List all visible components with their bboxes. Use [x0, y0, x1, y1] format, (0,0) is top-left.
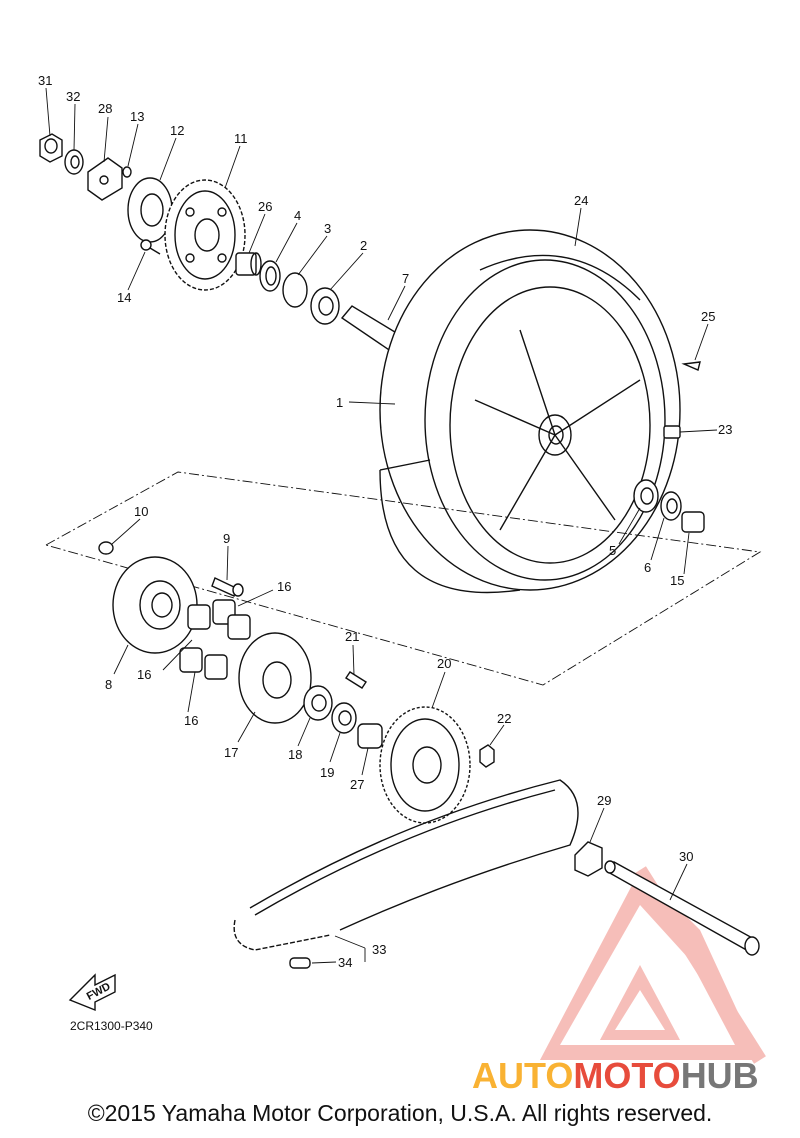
callout-22: 22: [497, 711, 511, 726]
callout-27: 27: [350, 777, 364, 792]
callout-32: 32: [66, 89, 80, 104]
part-16-dampers: [179, 599, 251, 680]
watermark-text: AUTOMOTOHUB: [472, 1055, 759, 1096]
part-27-collar: [357, 723, 383, 749]
part-6-seal: [660, 491, 682, 521]
callout-9: 9: [223, 531, 230, 546]
part-28-plate: [87, 157, 123, 201]
callout-30: 30: [679, 849, 693, 864]
part-22-nut: [479, 744, 495, 768]
part-21-stud: [345, 671, 367, 689]
callout-16-b: 16: [137, 667, 151, 682]
part-11-brake-disc: [164, 179, 246, 291]
callout-12: 12: [170, 123, 184, 138]
callout-31: 31: [38, 73, 52, 88]
diagram-drawing: FWD: [38, 73, 766, 1096]
watermark-text-hub: HUB: [681, 1055, 759, 1096]
part-34-master-link: [289, 957, 311, 969]
callout-5: 5: [609, 543, 616, 558]
part-4-seal: [259, 260, 281, 292]
callout-10: 10: [134, 504, 148, 519]
part-13-screw: [122, 166, 132, 178]
callout-29: 29: [597, 793, 611, 808]
part-33-chain: [233, 779, 579, 951]
forward-direction-icon: FWD: [68, 973, 116, 1012]
drawing-code: 2CR1300-P340: [70, 1019, 153, 1033]
callout-11: 11: [234, 131, 248, 146]
callout-16-a: 16: [277, 579, 291, 594]
callout-2: 2: [360, 238, 367, 253]
callout-4: 4: [294, 208, 301, 223]
part-15-collar: [681, 511, 705, 533]
part-19-seal: [331, 702, 357, 734]
callout-3: 3: [324, 221, 331, 236]
callout-labels: 31 32 28 13 12 11 26 4 3 2 24 7 25 1 23 …: [38, 73, 732, 970]
callout-28: 28: [98, 101, 112, 116]
callout-1: 1: [336, 395, 343, 410]
part-5-bearing: [633, 479, 659, 513]
watermark-text-auto: AUTO: [472, 1055, 573, 1096]
part-18-bearing: [303, 685, 333, 721]
part-30-axle: [604, 860, 760, 956]
part-3-circlip: [282, 272, 308, 308]
copyright-notice: ©2015 Yamaha Motor Corporation, U.S.A. A…: [87, 1100, 713, 1126]
part-26-collar: [235, 252, 262, 276]
callout-18: 18: [288, 747, 302, 762]
part-32-washer: [64, 149, 84, 175]
callout-21: 21: [345, 629, 359, 644]
callout-23: 23: [718, 422, 732, 437]
callout-24: 24: [574, 193, 588, 208]
callout-15: 15: [670, 573, 684, 588]
callout-13: 13: [130, 109, 144, 124]
part-9-bolt: [211, 577, 244, 597]
callout-17: 17: [224, 745, 238, 760]
leader-lines: [45, 87, 718, 964]
callout-19: 19: [320, 765, 334, 780]
part-17-sprocket-hub: [238, 632, 312, 724]
part-8-clutch-hub: [112, 556, 198, 654]
part-31-nut: [39, 133, 63, 163]
part-20-sprocket: [379, 706, 471, 824]
watermark-logo: [540, 866, 766, 1064]
callout-6: 6: [644, 560, 651, 575]
callout-14: 14: [117, 290, 131, 305]
callout-33: 33: [372, 942, 386, 957]
part-1-wheel: [379, 229, 681, 594]
watermark-text-moto: MOTO: [573, 1055, 680, 1096]
callout-34: 34: [338, 955, 352, 970]
callout-26: 26: [258, 199, 272, 214]
part-14-bolt: [140, 239, 161, 255]
part-23-valve: [663, 425, 681, 439]
part-25-weight: [681, 361, 701, 371]
part-29-plate: [574, 841, 603, 877]
sub-assembly-box: [45, 471, 762, 686]
callout-20: 20: [437, 656, 451, 671]
callout-8: 8: [105, 677, 112, 692]
callout-7: 7: [402, 271, 409, 286]
part-10-clip: [98, 541, 114, 555]
part-2-bearing: [310, 287, 340, 325]
callout-25: 25: [701, 309, 715, 324]
callout-16-c: 16: [184, 713, 198, 728]
